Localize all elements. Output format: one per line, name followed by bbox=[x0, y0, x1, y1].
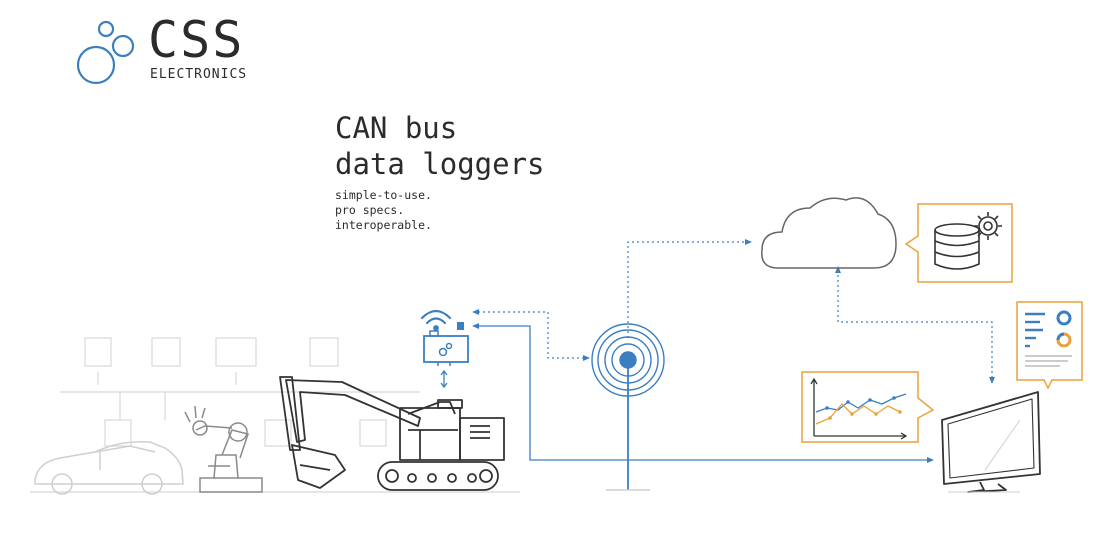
arrow-left bbox=[472, 323, 479, 329]
tagline-3: interoperable. bbox=[335, 218, 432, 232]
title-line-2: data loggers bbox=[335, 147, 545, 181]
connector-arrows bbox=[472, 239, 995, 384]
brand-logo[interactable]: CSS ELECTRONICS bbox=[148, 14, 247, 82]
cloud-icon bbox=[761, 197, 897, 269]
excavator-icon bbox=[279, 376, 505, 491]
robot-arm-icon bbox=[184, 405, 263, 493]
dashboard-report-icon bbox=[1016, 301, 1083, 390]
taglines: simple-to-use. pro specs. interoperable. bbox=[335, 188, 432, 233]
tagline-2: pro specs. bbox=[335, 203, 405, 217]
solid-connector bbox=[478, 325, 930, 461]
logo-circles-icon bbox=[76, 20, 135, 85]
car-icon bbox=[34, 440, 184, 495]
arrow-right bbox=[927, 457, 934, 463]
can-logger-icon bbox=[423, 322, 469, 389]
wifi-icon bbox=[420, 309, 452, 331]
brand-subtitle: ELECTRONICS bbox=[150, 67, 248, 82]
page-title: CAN bus data loggers bbox=[335, 110, 545, 182]
background-network bbox=[30, 337, 520, 493]
antenna-icon bbox=[591, 323, 665, 491]
tagline-1: simple-to-use. bbox=[335, 188, 432, 202]
line-chart-icon bbox=[801, 371, 935, 443]
brand-name: CSS bbox=[148, 11, 245, 69]
title-line-1: CAN bus bbox=[335, 111, 458, 145]
database-gear-icon bbox=[904, 203, 1013, 283]
monitor-icon bbox=[941, 391, 1041, 493]
dotted-connectors bbox=[478, 241, 993, 380]
